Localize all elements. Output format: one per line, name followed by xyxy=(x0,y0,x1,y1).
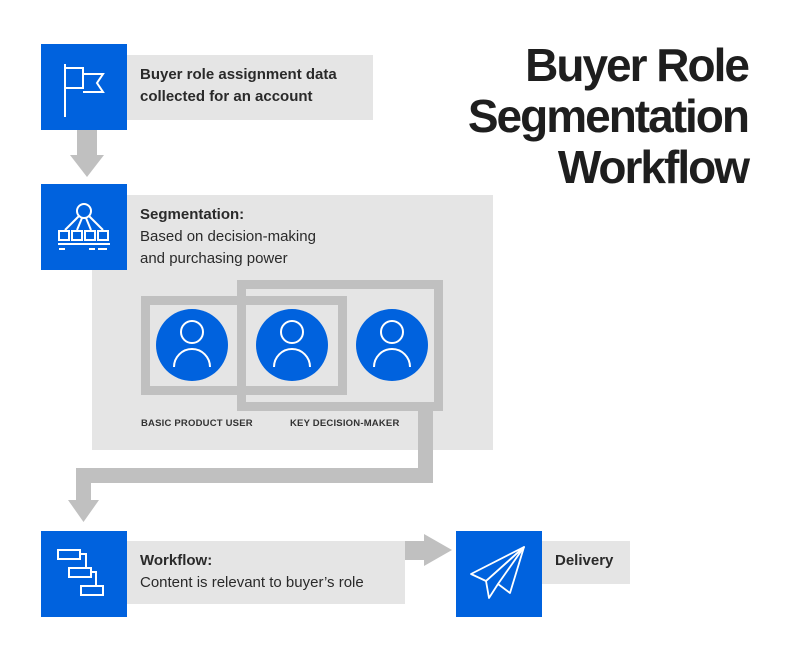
workflow-icon xyxy=(41,531,127,617)
person-icon xyxy=(156,309,228,381)
workflow-heading: Workflow: xyxy=(140,552,213,569)
arrow-right xyxy=(405,534,452,566)
step-1-panel xyxy=(127,55,373,120)
step-1-line: collected for an account xyxy=(140,88,313,105)
workflow-text: Workflow: Content is relevant to buyer’s… xyxy=(140,550,364,594)
person-icons xyxy=(156,309,428,381)
basic-product-user-label: BASIC PRODUCT USER xyxy=(141,418,253,429)
segmentation-line: Based on decision-making xyxy=(140,228,316,245)
title-line: Buyer Role xyxy=(525,39,750,91)
arrow-down-1 xyxy=(70,130,104,177)
step-1-text: Buyer role assignment data collected for… xyxy=(140,64,337,108)
segmentation-line: and purchasing power xyxy=(140,250,288,267)
person-icon xyxy=(356,309,428,381)
flag-icon xyxy=(41,44,127,130)
paper-plane-icon xyxy=(456,531,542,617)
title-line: Segmentation xyxy=(467,90,750,142)
title-line: Workflow xyxy=(557,141,750,193)
segmentation-heading: Segmentation: xyxy=(140,206,245,223)
key-decision-frame xyxy=(237,280,443,411)
segmentation-text: Segmentation: Based on decision-making a… xyxy=(140,204,316,270)
step-1-line: Buyer role assignment data xyxy=(140,66,337,83)
arrow-down-2 xyxy=(68,411,433,522)
workflow-panel xyxy=(127,541,405,604)
delivery-panel xyxy=(542,541,630,584)
diagram-title: Buyer Role Segmentation Workflow xyxy=(467,39,750,193)
person-icon xyxy=(256,309,328,381)
delivery-heading: Delivery xyxy=(555,552,614,569)
workflow-line: Content is relevant to buyer’s role xyxy=(140,574,364,591)
key-decision-maker-label: KEY DECISION-MAKER xyxy=(290,418,400,429)
hierarchy-icon xyxy=(41,184,127,270)
